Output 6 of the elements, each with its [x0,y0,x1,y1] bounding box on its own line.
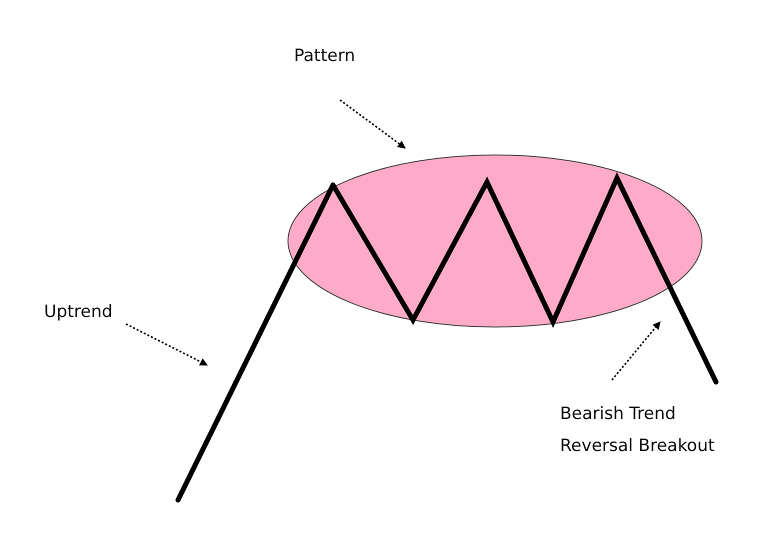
callout-text: Bearish Trend Reversal Breakout [560,379,740,462]
leader-arrow [340,99,406,149]
leader-arrow [611,321,661,381]
leader-arrow [126,323,208,366]
callout-text: Uptrend [44,296,153,336]
callout-text: Pattern [294,40,370,101]
